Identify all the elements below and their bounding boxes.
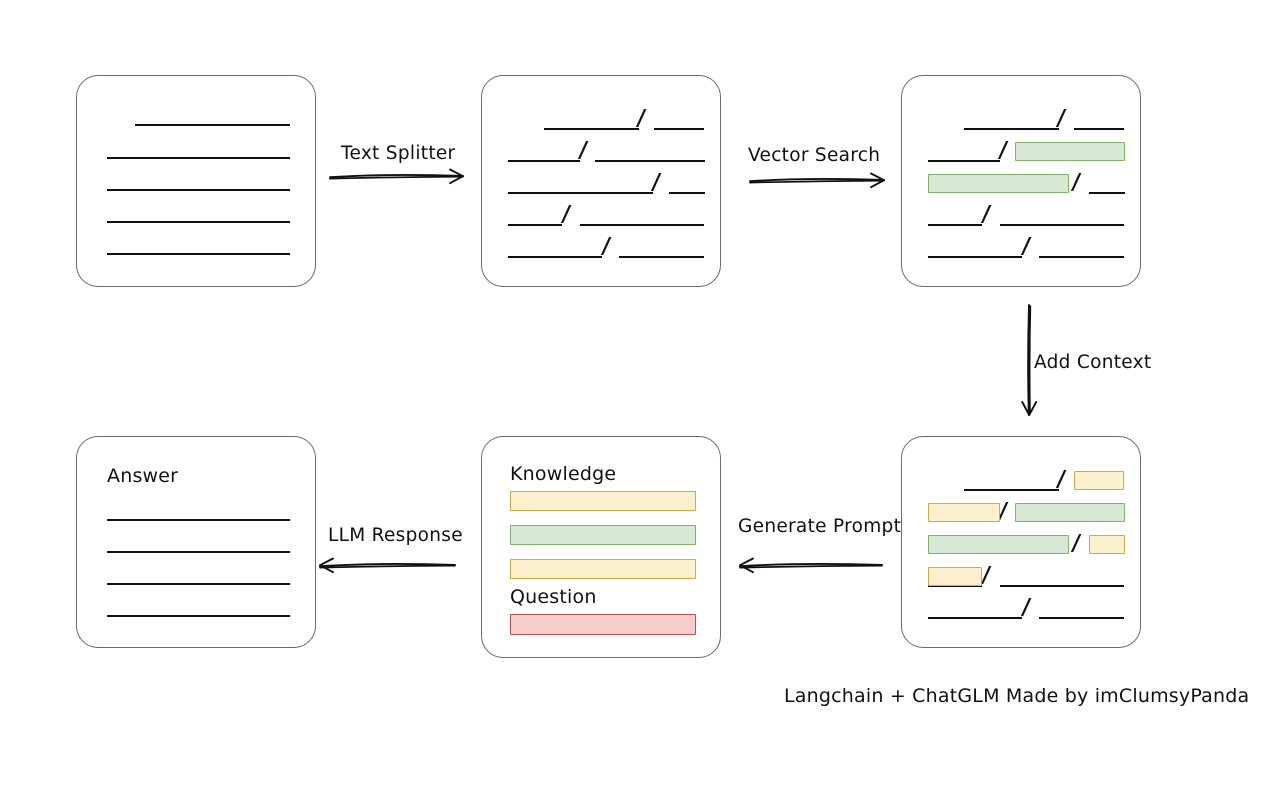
arrow-llm-response [319, 557, 459, 574]
highlight-chip-green [1015, 503, 1125, 522]
chunk-separator-slash: / [635, 106, 647, 131]
arrow-text-splitter [329, 168, 467, 185]
source-document-card-content [77, 76, 315, 286]
context-chunks-card[interactable]: ///// [901, 436, 1141, 648]
text-rule-line [508, 256, 602, 258]
text-rule-line [1000, 585, 1124, 587]
text-rule-line [1089, 192, 1125, 194]
text-rule-line [508, 192, 653, 194]
source-document-card[interactable] [76, 75, 316, 287]
chunk-separator-slash: / [560, 202, 572, 227]
split-chunks-card-content: / / / / / [482, 76, 720, 286]
highlight-chip-yellow [1089, 535, 1125, 554]
chunk-separator-slash: / [1070, 170, 1082, 195]
highlight-chip-yellow [928, 503, 1000, 522]
text-rule-line [107, 551, 290, 553]
chunk-separator-slash: / [650, 170, 662, 195]
arrow-label-generate-prompt: Generate Prompt [738, 516, 902, 537]
card-section-label: Question [510, 586, 597, 608]
highlight-chip-green [510, 525, 696, 545]
text-rule-line [107, 519, 290, 521]
arrow-label-llm-response: LLM Response [328, 525, 463, 546]
arrow-generate-prompt [739, 557, 886, 574]
text-rule-line [135, 124, 290, 126]
text-rule-line [928, 160, 1000, 162]
text-rule-line [1039, 256, 1124, 258]
card-section-label: Answer [107, 465, 179, 487]
chunk-separator-slash: / [600, 234, 612, 259]
highlight-chip-red [510, 614, 696, 635]
highlight-chip-yellow [928, 567, 982, 586]
text-rule-line [107, 615, 290, 617]
text-rule-line [928, 585, 982, 587]
text-rule-line [544, 128, 639, 130]
text-rule-line [107, 583, 290, 585]
text-rule-line [1000, 224, 1124, 226]
text-rule-line [508, 160, 580, 162]
highlight-chip-yellow [510, 491, 696, 511]
arrow-label-add-context: Add Context [1034, 352, 1152, 373]
text-rule-line [1039, 617, 1124, 619]
text-rule-line [508, 224, 562, 226]
highlight-chip-yellow [510, 559, 696, 579]
highlight-chip-green [928, 535, 1069, 554]
text-rule-line [107, 221, 290, 223]
text-rule-line [580, 224, 704, 226]
chunk-separator-slash: / [1055, 467, 1067, 492]
text-rule-line [928, 256, 1022, 258]
text-rule-line [654, 128, 704, 130]
context-chunks-card-content: ///// [902, 437, 1140, 647]
chunk-separator-slash: / [980, 202, 992, 227]
text-rule-line [619, 256, 704, 258]
text-rule-line [595, 160, 705, 162]
highlight-chip-yellow [1074, 471, 1124, 490]
arrow-add-context [1021, 304, 1038, 419]
chunk-separator-slash: / [577, 138, 589, 163]
arrow-vector-search [749, 172, 888, 189]
card-section-label: Knowledge [510, 463, 617, 485]
arrow-label-vector-search: Vector Search [748, 145, 881, 166]
answer-card-content: Answer [77, 437, 315, 647]
split-chunks-card[interactable]: / / / / / [481, 75, 721, 287]
text-rule-line [964, 489, 1059, 491]
highlight-chip-green [1015, 142, 1125, 161]
arrow-label-text-splitter: Text Splitter [341, 143, 456, 164]
chunk-separator-slash: / [1055, 106, 1067, 131]
matched-chunks-card[interactable]: / / / / / [901, 75, 1141, 287]
text-rule-line [928, 224, 982, 226]
chunk-separator-slash: / [997, 138, 1009, 163]
chunk-separator-slash: / [1020, 234, 1032, 259]
text-rule-line [1074, 128, 1124, 130]
text-rule-line [107, 253, 290, 255]
footer-credit: Langchain + ChatGLM Made by imClumsyPand… [784, 685, 1250, 707]
chunk-separator-slash: / [1070, 531, 1082, 556]
chunk-separator-slash: / [980, 563, 992, 588]
matched-chunks-card-content: / / / / / [902, 76, 1140, 286]
answer-card[interactable]: Answer [76, 436, 316, 648]
highlight-chip-green [928, 174, 1069, 193]
text-rule-line [928, 617, 1022, 619]
text-rule-line [964, 128, 1059, 130]
text-rule-line [669, 192, 705, 194]
text-rule-line [107, 157, 290, 159]
chunk-separator-slash: / [1020, 595, 1032, 620]
text-rule-line [107, 189, 290, 191]
